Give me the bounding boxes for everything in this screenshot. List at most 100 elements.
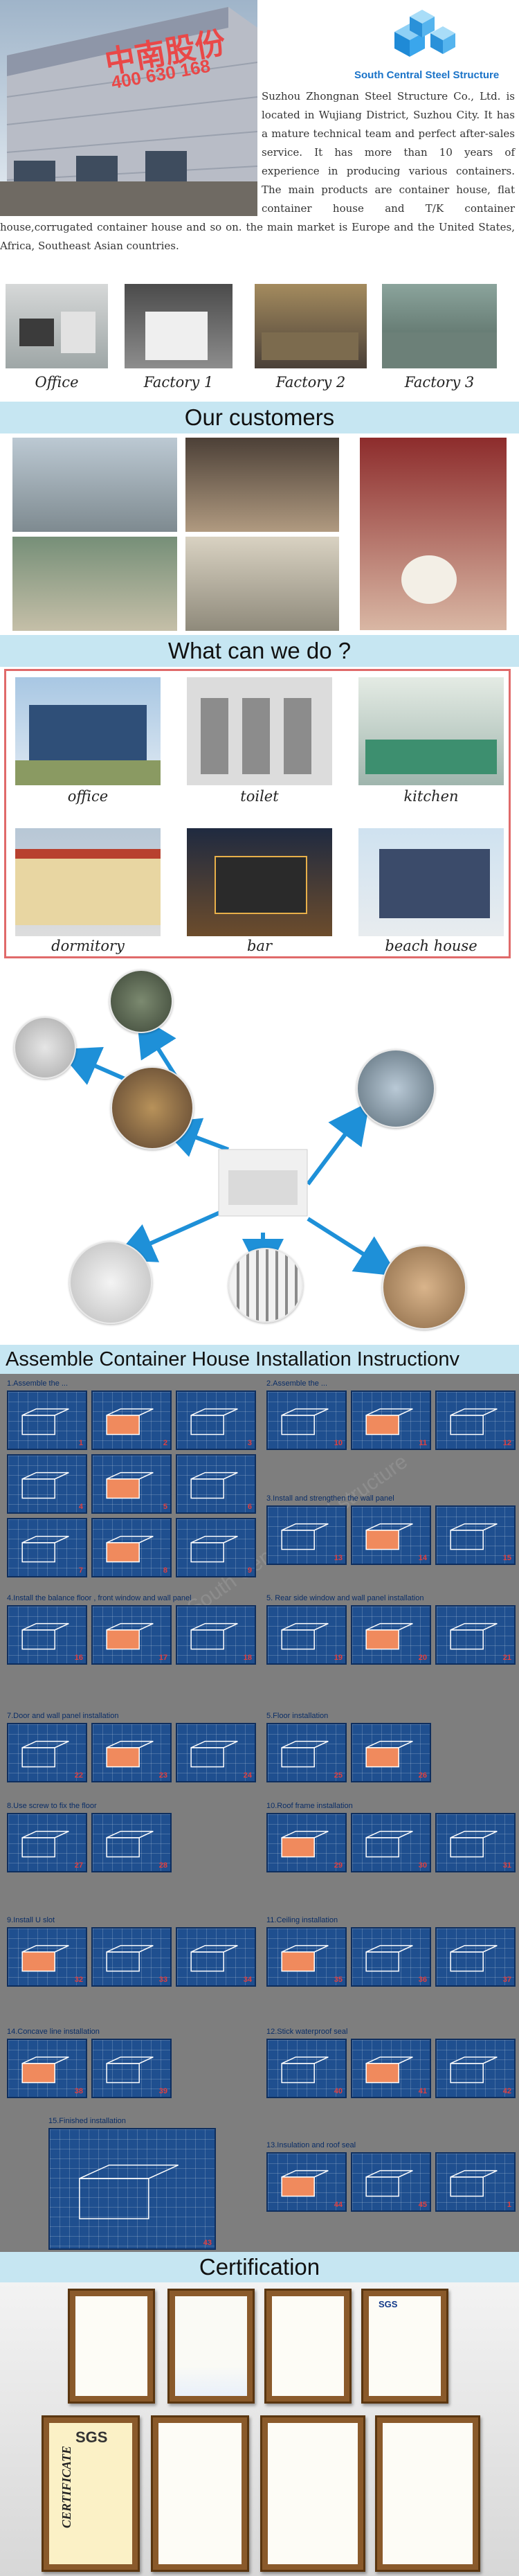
- install-panel-number: 3: [247, 1439, 252, 1447]
- install-step-panel: 24: [176, 1723, 256, 1782]
- product-kitchen-photo: [358, 677, 504, 785]
- product-bar-photo: [187, 828, 332, 936]
- factory-3-photo: [382, 284, 497, 368]
- install-panel-number: 44: [334, 2201, 343, 2209]
- container-sketch-icon: [21, 1408, 69, 1435]
- install-step-panel: 29: [266, 1813, 347, 1872]
- factory-1-photo: [125, 284, 233, 368]
- install-step-panel: 14: [351, 1505, 431, 1565]
- install-panel-number: 42: [502, 2087, 511, 2095]
- install-step-label: 5. Rear side window and wall panel insta…: [266, 1594, 424, 1602]
- install-step-panel: 44: [266, 2152, 347, 2212]
- install-panel-number: 38: [74, 2087, 83, 2095]
- container-sketch-icon: [450, 1523, 498, 1550]
- certificate-frame-4: SGS: [361, 2289, 448, 2404]
- install-step-label: 5.Floor installation: [266, 1712, 329, 1720]
- container-sketch-icon: [365, 1523, 413, 1550]
- container-sketch-icon: [281, 1408, 329, 1435]
- install-panel-number: 17: [158, 1654, 167, 1662]
- container-sketch-icon: [365, 1944, 413, 1972]
- container-sketch-icon: [281, 1740, 329, 1768]
- install-panel-number: 22: [74, 1771, 83, 1780]
- install-panel-number: 10: [334, 1439, 343, 1447]
- install-step-panel: 18: [176, 1605, 256, 1665]
- company-intro: Suzhou Zhongnan Steel Structure Co., Ltd…: [0, 90, 515, 252]
- material-circle-floor: [382, 1245, 466, 1330]
- install-panel-number: 36: [418, 1976, 427, 1984]
- product-label-dormitory: dormitory: [51, 938, 125, 954]
- install-banner: Assemble Container House Installation In…: [0, 1345, 519, 1374]
- install-panel-number: 40: [334, 2087, 343, 2095]
- container-sketch-icon: [106, 1740, 154, 1768]
- materials-diagram: [57, 1014, 399, 1280]
- install-step-panel: 5: [91, 1454, 172, 1514]
- install-step-panel: 32: [7, 1927, 87, 1987]
- install-step-panel: 36: [351, 1927, 431, 1987]
- install-step-label: 2.Assemble the ...: [266, 1379, 328, 1388]
- container-sketch-icon: [106, 1408, 154, 1435]
- certificate-badge-top: SGS: [379, 2299, 398, 2309]
- install-panel-number: 23: [158, 1771, 167, 1780]
- install-panel-number: 5: [163, 1503, 167, 1511]
- install-panel-number: 19: [334, 1654, 343, 1662]
- material-circle-workshop: [356, 1049, 435, 1128]
- install-step-panel: 35: [266, 1927, 347, 1987]
- customer-photo-4: [185, 537, 339, 631]
- install-panel-number: 39: [158, 2087, 167, 2095]
- install-step-label: 8.Use screw to fix the floor: [7, 1802, 97, 1810]
- install-panel-number: 45: [418, 2201, 427, 2209]
- install-panel-number: 27: [74, 1861, 83, 1870]
- install-panel-number: 21: [502, 1654, 511, 1662]
- install-panel-number: 34: [243, 1976, 252, 1984]
- install-step-panel: 41: [351, 2039, 431, 2098]
- container-sketch-icon: [365, 1740, 413, 1768]
- container-sketch-icon: [450, 2170, 498, 2197]
- install-step-panel: 16: [7, 1605, 87, 1665]
- install-step-label: 4.Install the balance floor , front wind…: [7, 1594, 192, 1602]
- install-step-panel: 21: [435, 1605, 516, 1665]
- install-step-panel: 27: [7, 1813, 87, 1872]
- install-panel-number: 9: [247, 1566, 252, 1575]
- install-panel-number: 16: [74, 1654, 83, 1662]
- install-step-panel: 38: [7, 2039, 87, 2098]
- material-circle-window: [228, 1248, 303, 1323]
- install-panel-number: 13: [334, 1554, 343, 1562]
- install-panel-number: 31: [502, 1861, 511, 1870]
- container-sketch-icon: [450, 1622, 498, 1650]
- install-panel-number: 28: [158, 1861, 167, 1870]
- install-step-panel: 19: [266, 1605, 347, 1665]
- material-circle-factory: [111, 1066, 194, 1150]
- install-step-panel: 7: [7, 1518, 87, 1577]
- install-step-panel: 34: [176, 1927, 256, 1987]
- install-panel-number: 11: [419, 1439, 427, 1447]
- install-step-panel: 42: [435, 2039, 516, 2098]
- material-circle-panel: [109, 969, 173, 1033]
- container-sketch-icon: [281, 2170, 329, 2197]
- product-toilet-photo: [187, 677, 332, 785]
- install-panel-number: 2: [163, 1439, 167, 1447]
- install-panel-number: 6: [247, 1503, 252, 1511]
- install-panel-number: 1: [507, 2201, 511, 2209]
- certificate-frame-6: [151, 2415, 249, 2572]
- install-step-label: 9.Install U slot: [7, 1916, 55, 1924]
- gallery-caption-office: Office: [35, 374, 79, 391]
- container-sketch-icon: [190, 1535, 238, 1563]
- material-circle-steel: [14, 1017, 76, 1079]
- products-frame: [4, 669, 511, 958]
- install-panel-number: 37: [502, 1976, 511, 1984]
- product-dormitory-photo: [15, 828, 161, 936]
- building-illustration: [0, 7, 257, 216]
- install-panel-number: 4: [78, 1503, 83, 1511]
- install-step-label: 11.Ceiling installation: [266, 1916, 338, 1924]
- container-sketch-icon: [21, 1740, 69, 1768]
- install-step-panel: 6: [176, 1454, 256, 1514]
- gallery-caption-factory-1: Factory 1: [143, 374, 214, 391]
- install-panel-number: 7: [78, 1566, 83, 1575]
- install-step-label: 1.Assemble the ...: [7, 1379, 69, 1388]
- install-step-panel: 33: [91, 1927, 172, 1987]
- install-panel-number: 32: [74, 1976, 83, 1984]
- container-sketch-icon: [21, 1622, 69, 1650]
- factory-2-photo: [255, 284, 367, 368]
- customer-photo-5: [360, 438, 507, 630]
- install-panel-number: 1: [78, 1439, 83, 1447]
